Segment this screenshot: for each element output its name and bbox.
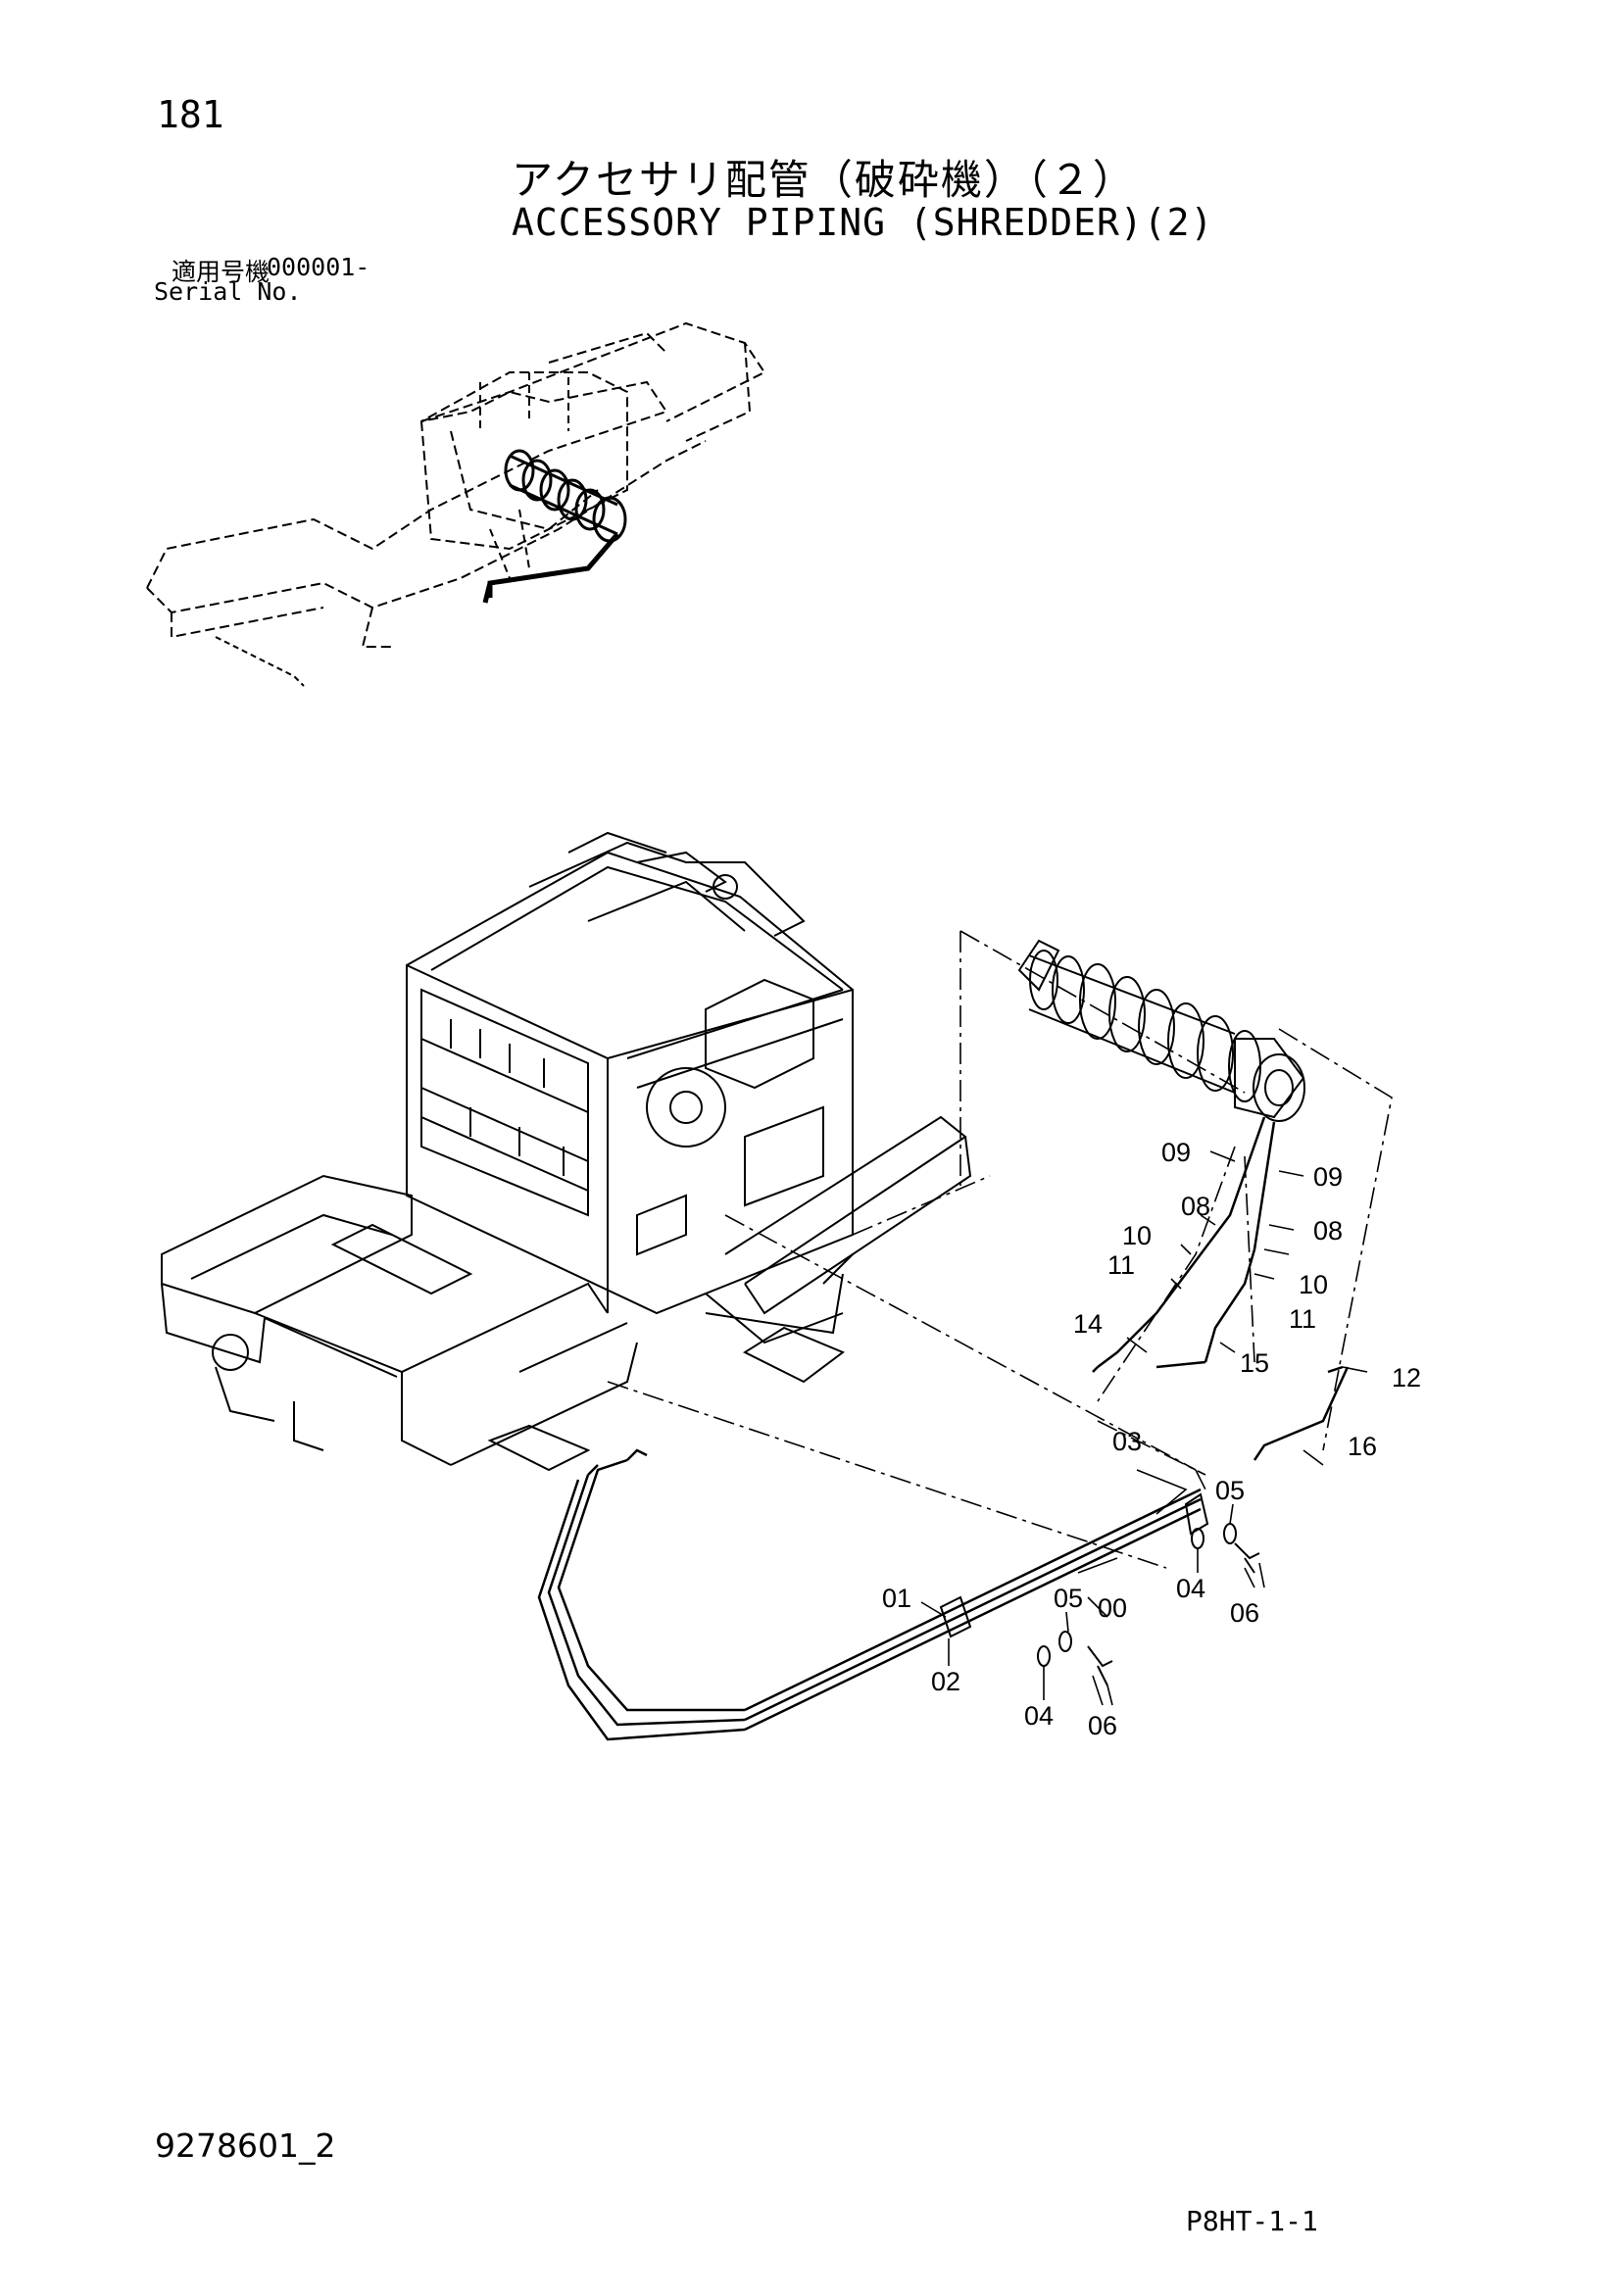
serial-number-value: 000001- bbox=[267, 253, 370, 281]
clamp-parts bbox=[939, 1492, 1260, 1686]
callout-11-right: 11 bbox=[1289, 1304, 1316, 1334]
callout-04-upper: 04 bbox=[1176, 1574, 1205, 1603]
page-title-english: ACCESSORY PIPING (SHREDDER)(2) bbox=[512, 201, 1214, 244]
motor-hoses bbox=[1092, 1116, 1350, 1461]
conveyor-frame bbox=[705, 1115, 972, 1384]
callout-09-right: 09 bbox=[1313, 1162, 1343, 1192]
base-frame bbox=[161, 1174, 638, 1472]
callout-15: 15 bbox=[1240, 1348, 1269, 1378]
page-title-japanese: アクセサリ配管（破砕機）（２） bbox=[512, 156, 1136, 204]
callout-16: 16 bbox=[1348, 1432, 1377, 1461]
leader-lines bbox=[920, 1150, 1368, 1706]
crusher-housing bbox=[406, 831, 854, 1315]
rotor-drum bbox=[1017, 939, 1305, 1122]
callout-08-right: 08 bbox=[1313, 1216, 1343, 1246]
callout-04-lower: 04 bbox=[1024, 1701, 1054, 1731]
callout-11-left: 11 bbox=[1107, 1250, 1135, 1280]
callout-labels: 00 01 02 03 04 04 05 05 06 06 08 08 09 0… bbox=[882, 1138, 1421, 1740]
callout-12: 12 bbox=[1392, 1363, 1421, 1392]
sheet-code: P8HT-1-1 bbox=[1186, 2205, 1318, 2237]
callout-14: 14 bbox=[1073, 1309, 1103, 1339]
callout-06-upper: 06 bbox=[1230, 1598, 1259, 1628]
callout-08-left: 08 bbox=[1181, 1192, 1210, 1221]
callout-01: 01 bbox=[882, 1584, 911, 1613]
callout-09-left: 09 bbox=[1161, 1138, 1191, 1167]
document-number: 9278601_2 bbox=[155, 2126, 336, 2165]
pipe-bundle bbox=[537, 1448, 1202, 1741]
page-number: 181 bbox=[157, 93, 224, 136]
callout-06-lower: 06 bbox=[1088, 1711, 1117, 1740]
serial-label-japanese: 適用号機 bbox=[172, 258, 270, 286]
callout-05-upper: 05 bbox=[1215, 1476, 1245, 1505]
serial-label-english: Serial No. bbox=[154, 277, 302, 306]
callout-05-lower: 05 bbox=[1054, 1584, 1083, 1613]
callout-10-right: 10 bbox=[1299, 1270, 1328, 1299]
key-map-illustration bbox=[146, 321, 766, 687]
callout-10-left: 10 bbox=[1122, 1221, 1152, 1250]
routing-lines bbox=[607, 930, 1393, 1569]
callout-03: 03 bbox=[1112, 1427, 1142, 1456]
callout-02: 02 bbox=[931, 1667, 960, 1696]
callout-00: 00 bbox=[1098, 1593, 1127, 1623]
